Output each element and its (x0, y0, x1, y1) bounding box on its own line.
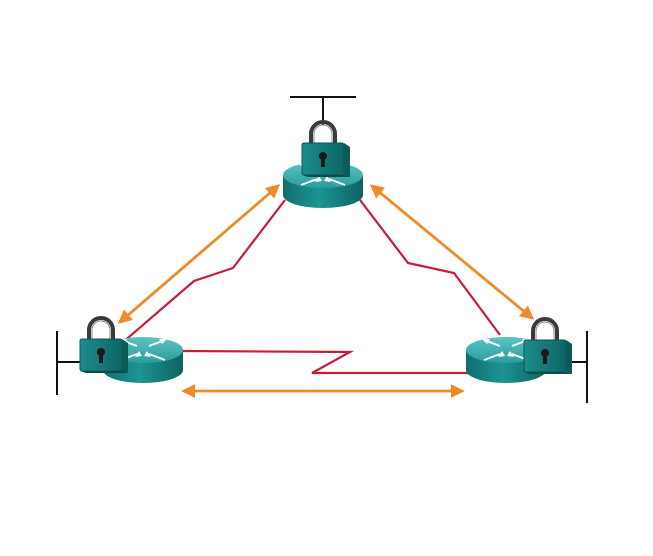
tunnel-arrow-top-left (117, 184, 281, 324)
router-top (282, 120, 364, 209)
router-left (78, 316, 184, 384)
router-right (465, 317, 574, 384)
tunnel-arrow-top-right (369, 184, 535, 320)
serial-link-left-right (181, 349, 470, 375)
padlock-icon (300, 120, 352, 179)
serial-link-top-right (359, 199, 501, 336)
padlock-icon (78, 316, 130, 375)
padlock-icon (522, 317, 574, 376)
serial-link-top-left (121, 199, 286, 344)
